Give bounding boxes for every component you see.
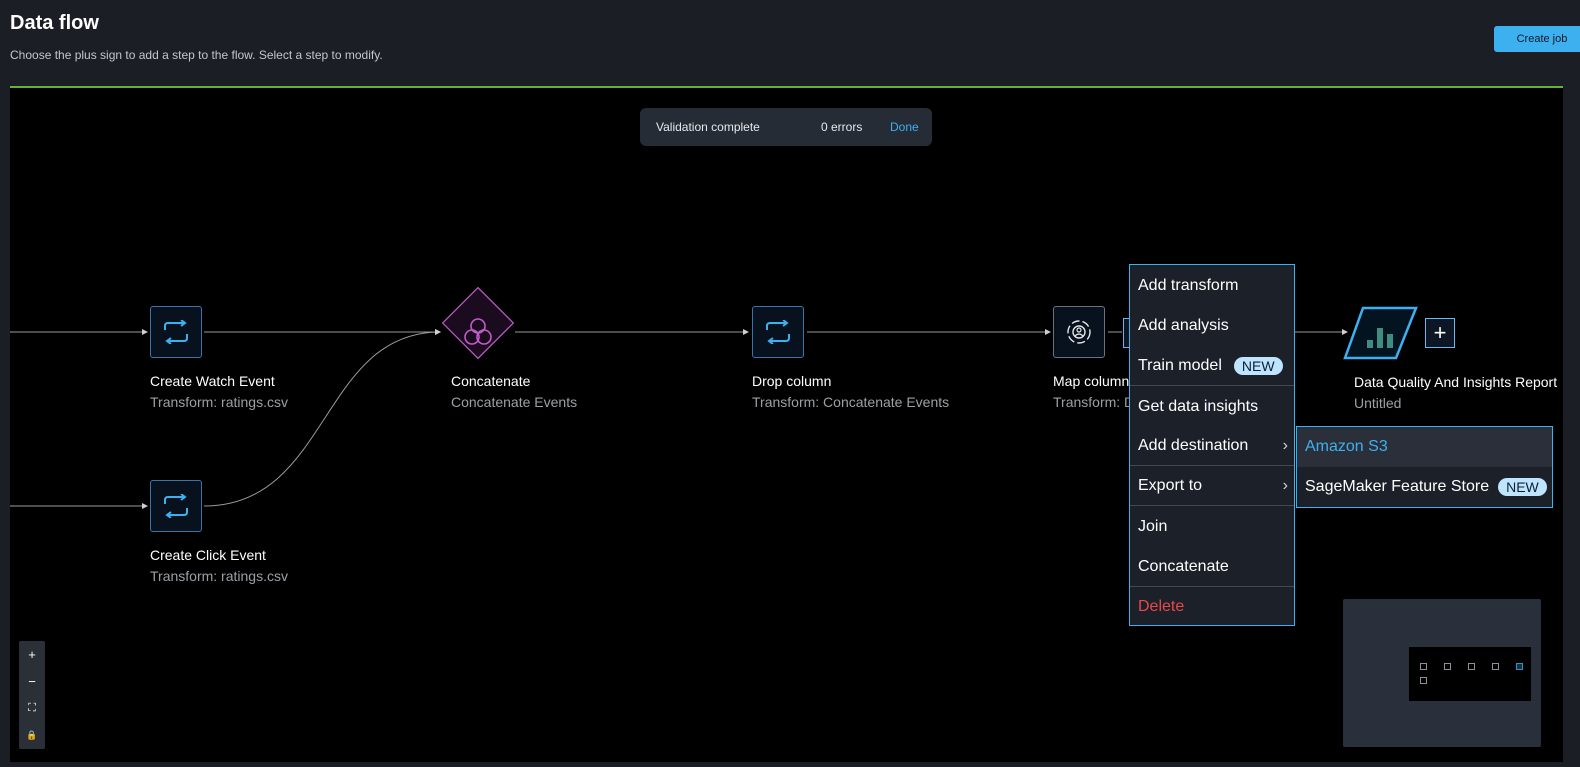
zoom-controls: + − ⛶ 🔒 — [19, 641, 45, 749]
chevron-right-icon: › — [1282, 437, 1288, 454]
new-badge: NEW — [1498, 478, 1547, 496]
chevron-right-icon: › — [1282, 477, 1288, 494]
drop-column-subtitle: Transform: Concatenate Events — [752, 394, 950, 410]
menu-export-to[interactable]: Export to › — [1138, 474, 1288, 498]
drop-column-title: Drop column — [752, 373, 832, 389]
menu-train-model-label: Train model — [1138, 357, 1222, 374]
minimap-node — [1444, 663, 1451, 670]
menu-divider — [1130, 385, 1294, 386]
transform-icon — [766, 320, 790, 344]
flow-edges — [10, 286, 1418, 509]
minimap-node — [1516, 663, 1523, 670]
menu-delete[interactable]: Delete — [1138, 595, 1288, 619]
create-click-subtitle: Transform: ratings.csv — [150, 568, 288, 584]
data-quality-subtitle: Untitled — [1354, 395, 1402, 411]
page-subtitle: Choose the plus sign to add a step to th… — [10, 48, 383, 62]
fit-view-button[interactable]: ⛶ — [28, 702, 36, 714]
menu-divider — [1130, 586, 1294, 587]
validation-toast: Validation complete 0 errors Done — [640, 108, 932, 146]
menu-divider — [1130, 465, 1294, 466]
zoom-out-button[interactable]: − — [28, 674, 36, 689]
flow-canvas[interactable]: Validation complete 0 errors Done Create… — [10, 86, 1563, 762]
zoom-in-button[interactable]: + — [28, 647, 36, 662]
submenu-amazon-s3[interactable]: Amazon S3 — [1297, 427, 1552, 467]
create-click-title: Create Click Event — [150, 547, 266, 563]
plus-icon: + — [1433, 320, 1447, 345]
menu-add-destination-label: Add destination — [1138, 437, 1249, 454]
menu-train-model[interactable]: Train model NEW — [1138, 354, 1288, 378]
minimap-node — [1420, 663, 1427, 670]
menu-divider — [1130, 505, 1294, 506]
map-columns-title: Map columns — [1053, 373, 1129, 389]
map-columns-icon — [1067, 320, 1091, 344]
lock-button[interactable]: 🔒 — [26, 730, 38, 740]
submenu-feature-store[interactable]: SageMaker Feature Store NEW — [1297, 467, 1552, 507]
drop-column-node[interactable] — [752, 306, 804, 358]
submenu-amazon-s3-label: Amazon S3 — [1305, 438, 1388, 455]
edge-click-concat — [203, 329, 441, 507]
data-quality-title: Data Quality And Insights Report — [1354, 374, 1558, 390]
create-watch-subtitle: Transform: ratings.csv — [150, 394, 288, 410]
minimap-node — [1492, 663, 1499, 670]
step-context-menu: Add transform Add analysis Train model N… — [1129, 264, 1295, 626]
menu-get-data-insights-label: Get data insights — [1138, 398, 1259, 415]
transform-icon — [164, 320, 188, 344]
create-job-button[interactable]: Create job — [1494, 26, 1580, 52]
menu-add-analysis[interactable]: Add analysis — [1138, 314, 1288, 338]
transform-icon — [164, 494, 188, 518]
add-step-plus-button-quality[interactable]: + — [1425, 318, 1455, 348]
data-quality-node[interactable] — [1343, 306, 1418, 360]
menu-concatenate[interactable]: Concatenate — [1138, 555, 1288, 579]
menu-delete-label: Delete — [1138, 598, 1185, 615]
destination-submenu: Amazon S3 SageMaker Feature Store NEW — [1296, 426, 1553, 508]
create-watch-title: Create Watch Event — [150, 373, 275, 389]
concatenate-icon — [464, 318, 492, 345]
concatenate-node[interactable] — [441, 286, 515, 360]
menu-add-transform-label: Add transform — [1138, 277, 1239, 294]
menu-get-data-insights[interactable]: Get data insights — [1138, 395, 1288, 419]
menu-add-destination[interactable]: Add destination › — [1138, 434, 1288, 458]
concatenate-subtitle: Concatenate Events — [451, 394, 578, 410]
menu-export-to-label: Export to — [1138, 477, 1203, 494]
toast-message: Validation complete — [656, 120, 760, 134]
menu-add-analysis-label: Add analysis — [1138, 317, 1229, 334]
menu-add-transform[interactable]: Add transform — [1138, 274, 1288, 298]
bar-chart-icon — [1367, 328, 1393, 348]
menu-concatenate-label: Concatenate — [1138, 558, 1229, 575]
create-click-node[interactable] — [150, 480, 202, 532]
minimap-node — [1468, 663, 1475, 670]
minimap[interactable] — [1343, 599, 1541, 747]
toast-errors: 0 errors — [821, 120, 863, 134]
map-columns-subtitle: Transform: Drop column — [1053, 394, 1129, 410]
new-badge: NEW — [1233, 357, 1283, 375]
minimap-viewport[interactable] — [1409, 647, 1531, 701]
page-title: Data flow — [10, 12, 99, 34]
menu-join-label: Join — [1138, 518, 1168, 535]
map-columns-node[interactable] — [1053, 306, 1105, 358]
create-watch-node[interactable] — [150, 306, 202, 358]
menu-join[interactable]: Join — [1138, 515, 1288, 539]
minimap-node — [1420, 677, 1427, 684]
submenu-feature-store-label: SageMaker Feature Store — [1305, 478, 1490, 495]
toast-done-link[interactable]: Done — [890, 120, 919, 134]
concatenate-title: Concatenate — [451, 373, 531, 389]
